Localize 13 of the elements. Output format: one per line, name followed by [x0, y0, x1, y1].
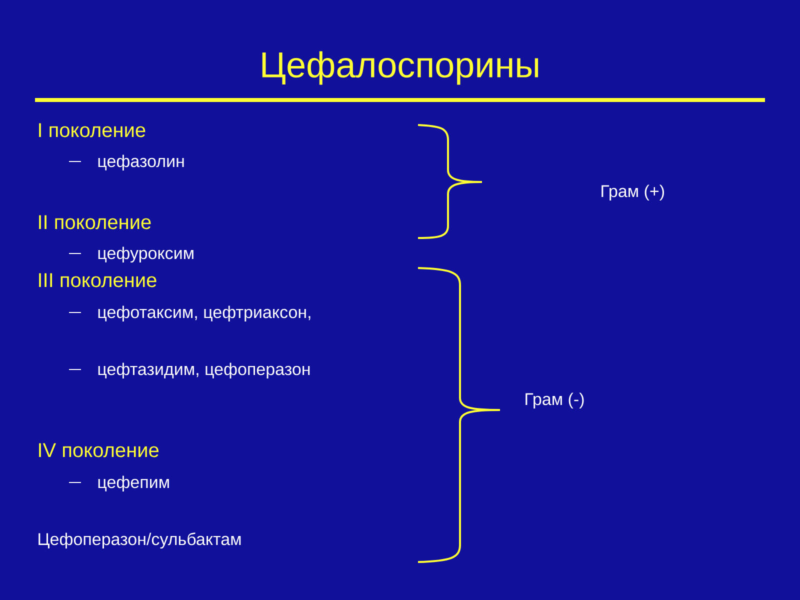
- generation-heading: I поколение: [39, 123, 146, 138]
- title: Цефалоспорины: [262, 51, 538, 85]
- drug-name: цефуроксим: [98, 246, 194, 263]
- drug-name: цефепим: [98, 476, 169, 492]
- drug-name: цефтазидим, цефоперазон: [98, 362, 310, 379]
- drug-name: Цефоперазон/сульбактам: [38, 532, 241, 549]
- gram-label: Грам (+): [602, 184, 664, 201]
- drug-name: цефазолин: [98, 154, 184, 171]
- gram-label: Грам (-): [526, 392, 584, 409]
- generation-heading: II поколение: [39, 215, 151, 230]
- generation-heading: IV поколение: [39, 443, 159, 458]
- generation-heading: III поколение: [39, 273, 156, 288]
- drug-name: цефотаксим, цефтриаксон,: [98, 306, 310, 322]
